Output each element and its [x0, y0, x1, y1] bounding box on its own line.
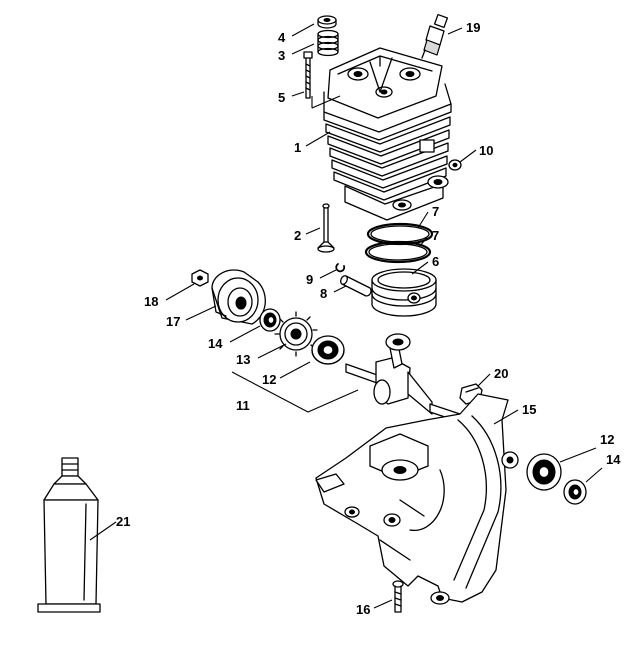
spark-plug [421, 13, 449, 59]
label-part-7-upper: 7 [432, 204, 439, 219]
piston-rings [364, 222, 434, 264]
label-part-12-right: 12 [600, 432, 614, 447]
part-labels: 4 3 5 19 1 10 2 7 7 6 9 8 18 17 14 13 12… [116, 20, 621, 617]
label-part-18: 18 [144, 294, 158, 309]
label-part-10: 10 [479, 143, 493, 158]
piston-pin [340, 275, 372, 297]
label-part-7-lower: 7 [432, 228, 439, 243]
piston-pin-circlip [335, 263, 346, 273]
decompression-valve [317, 203, 335, 253]
crankshaft [345, 333, 461, 423]
leader-lines [89, 23, 603, 609]
label-part-19: 19 [466, 20, 480, 35]
group-bracket [231, 371, 359, 413]
crankcase [315, 393, 519, 605]
label-part-8: 8 [320, 286, 327, 301]
label-part-9: 9 [306, 272, 313, 287]
cylinder [323, 47, 452, 221]
flywheel [211, 269, 266, 325]
washer [448, 159, 462, 171]
label-part-14-left: 14 [208, 336, 223, 351]
label-part-20: 20 [494, 366, 508, 381]
label-part-3: 3 [278, 48, 285, 63]
label-part-13: 13 [236, 352, 250, 367]
bearing-crankshaft-left [311, 335, 345, 365]
nut [191, 269, 209, 287]
sprocket [274, 311, 318, 357]
cylinder-screw [303, 51, 313, 99]
bearing-crankshaft-right [526, 453, 562, 491]
label-part-4: 4 [278, 30, 286, 45]
label-part-17: 17 [166, 314, 180, 329]
valve-spring-retainer [317, 15, 337, 29]
bearing-left [259, 308, 281, 332]
label-part-1: 1 [294, 140, 301, 155]
oil-seal-right [563, 479, 587, 505]
label-part-11: 11 [236, 398, 250, 413]
label-part-2: 2 [294, 228, 301, 243]
label-part-12-left: 12 [262, 372, 276, 387]
label-part-21: 21 [116, 514, 130, 529]
label-part-6: 6 [432, 254, 439, 269]
grease-tube [37, 457, 101, 613]
valve-spring [317, 29, 339, 57]
piston [371, 268, 437, 317]
label-part-16: 16 [356, 602, 370, 617]
label-part-14-right: 14 [606, 452, 621, 467]
label-part-15: 15 [522, 402, 536, 417]
label-part-5: 5 [278, 90, 285, 105]
crankcase-screw [392, 580, 404, 613]
